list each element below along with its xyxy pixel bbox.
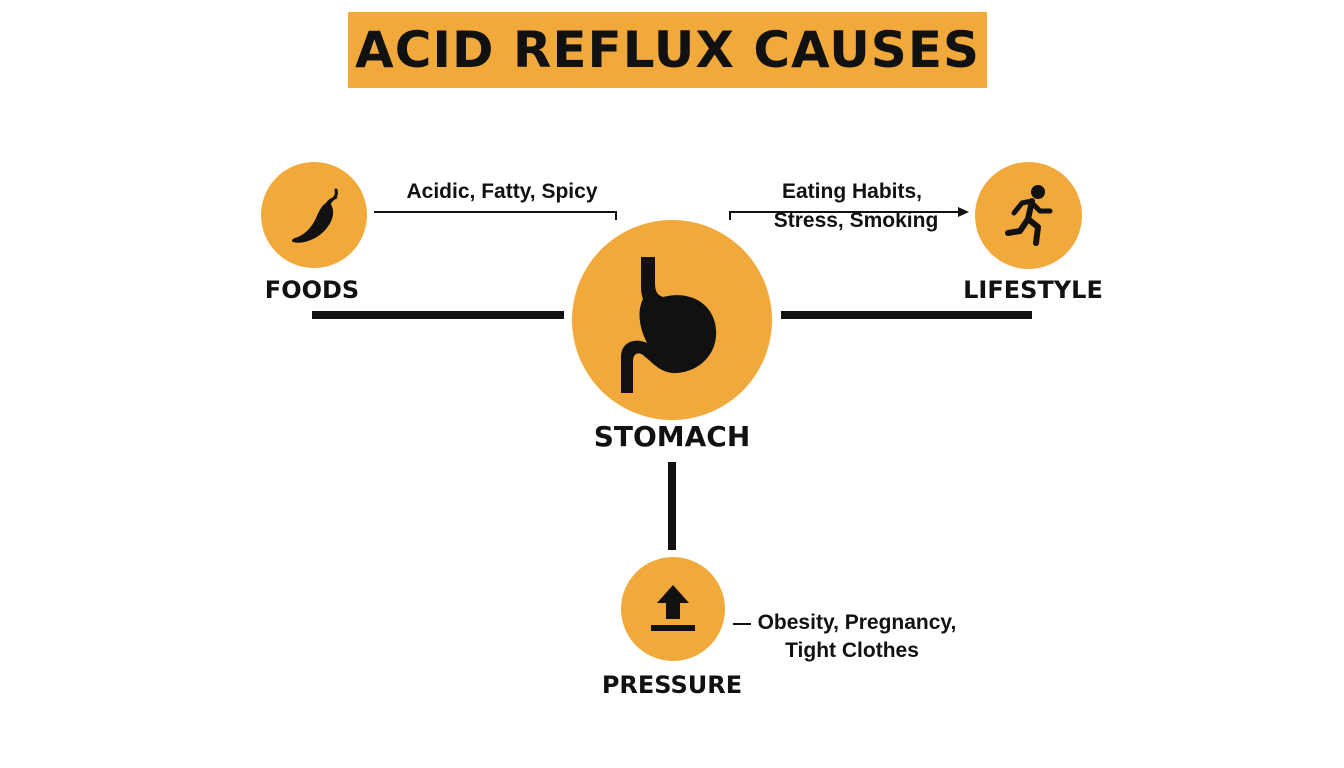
foods-label: FOODS [264, 276, 360, 304]
lifestyle-detail-line-1: Eating Habits, [781, 180, 923, 203]
foods-circle [261, 162, 367, 268]
pressure-label: PRESSURE [601, 671, 743, 699]
diagram-title: ACID REFLUX CAUSES [355, 21, 980, 79]
foods-detail: Acidic, Fatty, Spicy [406, 180, 598, 203]
pressure-detail-line-1: Obesity, Pregnancy, [757, 611, 957, 634]
lifestyle-detail-line-2: Stress, Smoking [773, 209, 939, 232]
stomach-label: STOMACH [593, 420, 751, 453]
foods-callout-line [374, 211, 617, 213]
lifestyle-circle [975, 162, 1082, 269]
pressure-detail-line-2: Tight Clothes [785, 639, 919, 662]
lifestyle-callout-arrowhead [958, 207, 969, 217]
connector-stomach-pressure [668, 462, 676, 550]
pressure-circle [621, 557, 725, 661]
title-banner: ACID REFLUX CAUSES [348, 12, 987, 88]
chili-pepper-icon [291, 188, 338, 243]
lifestyle-callout-line [729, 211, 963, 213]
stomach-icon [621, 257, 717, 393]
connector-foods-stomach [312, 311, 564, 319]
running-person-icon [1004, 184, 1052, 246]
lifestyle-label: LIFESTYLE [963, 276, 1103, 304]
stomach-circle [572, 220, 772, 420]
upward-pressure-icon [651, 585, 695, 631]
connector-stomach-lifestyle [781, 311, 1032, 319]
foods-callout-tick [615, 211, 617, 220]
lifestyle-callout-tick [729, 211, 731, 220]
pressure-callout-dash [733, 623, 751, 625]
